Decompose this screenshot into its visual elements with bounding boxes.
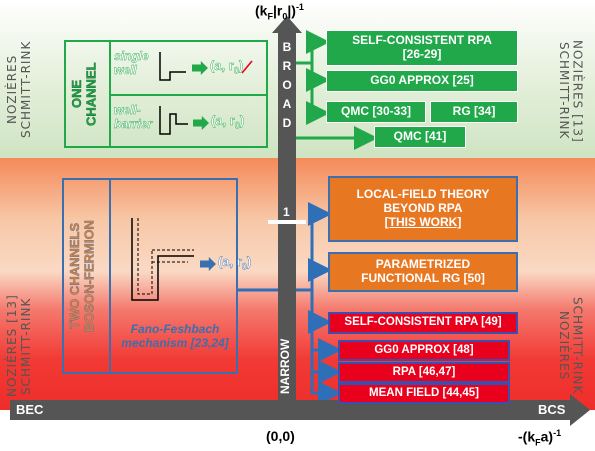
fano-feshbach-label: Fano-Feshbach mechanism [23,24] [121,322,229,351]
narrow-label: NARROW [278,338,292,394]
well-barrier-label: well- barrier [114,103,153,131]
x-axis-bec-label: BEC [16,402,44,417]
single-well-params: (a, r0) [210,58,244,76]
qmc41-box-green: QMC [41] [374,126,466,148]
mean-field-box-red: MEAN FIELD [44,45] [338,383,510,404]
sc-rpa-box-green: SELF-CONSISTENT RPA [26-29] [326,30,518,66]
well-barrier-params: (a, r0) [211,113,245,131]
lft-line-2: BEYOND RPA [383,201,463,216]
side-label-bottom-right: SCHMITT-RINK NOZIÈRES [556,297,585,395]
two-channel-arrow-icon [200,257,216,271]
side-label-bottom-left: NOZIÈRES [13] SCHMITT-RINK [5,294,33,398]
lft-line-3: [THIS WORK] [384,214,462,229]
qmc-box-green: QMC [30-33] [326,101,426,123]
x-axis-bcs-label: BCS [538,402,566,417]
strike-icon [241,60,253,74]
single-well-arrow-icon [192,61,208,75]
two-channels-panel [62,178,238,374]
one-channel-divider-h [109,94,268,96]
lft-line-1: LOCAL-FIELD THEORY [356,187,490,202]
functional-rg-box: PARAMETRIZED FUNCTIONAL RG [50] [328,252,518,292]
single-well-label: single well [114,49,149,77]
well-barrier-potential [159,106,188,135]
x-axis-label: -(kFa)-1 [518,428,562,448]
gg0-box-green: GG0 APPROX [25] [326,70,518,92]
rpa-box-red: RPA [46,47] [338,362,510,383]
two-channels-title: TWO CHANNELS BOSON-FERMION [67,220,97,332]
single-well-potential [159,52,186,81]
side-label-top-right: NOZIÈRES [13] SCHMITT-RINK [556,39,585,143]
local-field-theory-box: LOCAL-FIELD THEORY BEYOND RPA [THIS WORK… [328,176,518,242]
gg0-box-red: GG0 APPROX [48] [338,340,510,361]
origin-label: (0,0) [266,428,295,444]
y-axis-label: (kF|r0|)-1 [255,2,304,22]
well-barrier-arrow-icon [193,116,209,130]
two-channel-params: (a, r0) [218,254,252,272]
tick-one-label: 1 [283,205,290,219]
two-channel-potential [131,218,194,301]
side-label-top-left: NOZIÈRES SCHMITT-RINK [5,40,33,138]
rg-box-green: RG [34] [430,101,518,123]
broad-label: BROAD [282,40,292,130]
sc-rpa-box-red: SELF-CONSISTENT RPA [49] [328,312,518,334]
two-channels-divider-v [109,178,111,374]
one-channel-title: ONE CHANNEL [69,62,99,126]
